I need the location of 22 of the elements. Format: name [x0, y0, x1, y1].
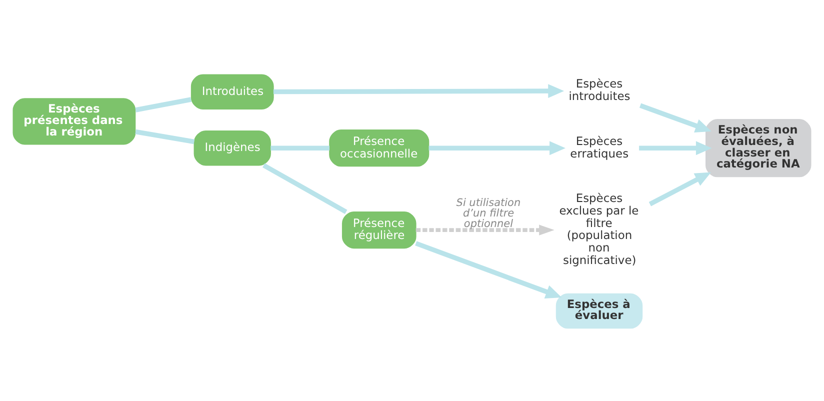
connector: [270, 146, 330, 150]
node-text: Espèces exclues par le filtre (population non significative): [559, 191, 639, 267]
node-box: Présence régulière: [342, 211, 416, 249]
node-box: Espèces présentes dans la région: [12, 98, 136, 145]
node-text: Espèces erratiques: [570, 134, 629, 160]
node-box: Introduites: [190, 74, 274, 110]
arrow: [273, 84, 564, 98]
arrow: [416, 224, 554, 236]
arrow: [639, 141, 712, 156]
node-text: Espèces introduites: [568, 76, 630, 104]
connector: [135, 97, 192, 112]
node-box: Indigènes: [194, 130, 271, 166]
arrow: [415, 241, 562, 298]
connector: [135, 129, 195, 144]
arrow: [428, 141, 566, 156]
edge-label: Si utilisation d’un filtre optionnel: [456, 197, 521, 230]
node-box: Espèces à évaluer: [556, 293, 643, 329]
arrow: [639, 103, 712, 132]
node-box: Présence occasionnelle: [329, 130, 430, 167]
connector: [262, 163, 348, 214]
arrow: [648, 172, 712, 206]
node-box: Espèces non évaluées, à classer en catégorie NA: [706, 119, 812, 178]
